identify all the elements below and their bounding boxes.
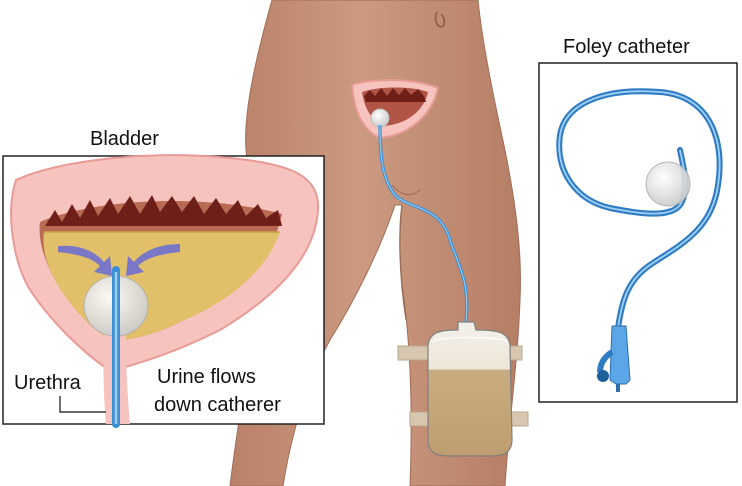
drainage-bag bbox=[427, 321, 513, 457]
foley-catheter-drawing bbox=[556, 88, 723, 392]
groin-crease bbox=[391, 184, 421, 196]
torso-bladder-icon bbox=[350, 79, 440, 140]
flow-arrow-right bbox=[126, 244, 180, 276]
bladder-detail bbox=[10, 154, 320, 428]
flow-arrow-left bbox=[58, 245, 112, 276]
urine-flow-label-line2: down catherer bbox=[154, 394, 281, 416]
urethra-leader-line bbox=[59, 396, 106, 413]
foley-balloon bbox=[645, 161, 691, 207]
bladder-rugae bbox=[45, 195, 282, 226]
navel-icon bbox=[434, 11, 446, 28]
foley-title: Foley catheter bbox=[563, 36, 690, 58]
leg-divide-line bbox=[399, 204, 407, 321]
foley-panel bbox=[538, 62, 738, 403]
foley-connector bbox=[609, 325, 631, 385]
urethra-label: Urethra bbox=[14, 372, 81, 394]
bladder-title: Bladder bbox=[90, 128, 159, 150]
foley-valve bbox=[597, 370, 609, 382]
urine-flow-label-line1: Urine flows bbox=[157, 366, 256, 388]
